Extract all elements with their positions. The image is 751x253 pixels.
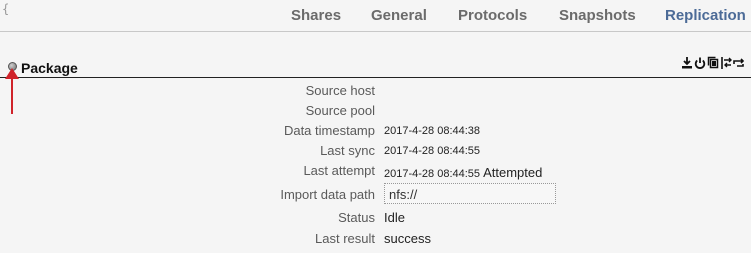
section-title: Package xyxy=(21,60,78,76)
status-label: Status xyxy=(338,210,375,225)
tab-replication[interactable]: Replication xyxy=(665,7,746,24)
status-value: Idle xyxy=(384,210,405,225)
row-import-data-path: Import data path nfs:// xyxy=(0,183,751,207)
download-icon[interactable] xyxy=(681,56,693,70)
row-source-pool: Source pool xyxy=(0,100,751,120)
red-annotation-arrow xyxy=(5,68,19,114)
row-source-host: Source host xyxy=(0,80,751,100)
brace-glyph: { xyxy=(2,2,10,16)
last-attempt-label: Last attempt xyxy=(303,163,375,178)
row-status: Status Idle xyxy=(0,207,751,227)
data-timestamp-label: Data timestamp xyxy=(283,123,375,138)
source-pool-label: Source pool xyxy=(305,103,375,118)
copy-icon[interactable] xyxy=(707,56,719,70)
package-section-header: Package xyxy=(0,55,751,78)
data-timestamp-value: 2017-4-28 08:44:38 xyxy=(384,125,481,137)
row-last-result: Last result success xyxy=(0,228,751,248)
row-data-timestamp: Data timestamp 2017-4-28 08:44:38 xyxy=(0,120,751,140)
last-result-value: success xyxy=(384,231,431,246)
tab-general[interactable]: General xyxy=(371,7,427,24)
last-sync-value: 2017-4-28 08:44:55 xyxy=(384,145,481,157)
tab-shares[interactable]: Shares xyxy=(291,7,342,24)
power-icon[interactable] xyxy=(694,56,706,70)
last-result-label: Last result xyxy=(315,231,375,246)
tab-bar: Shares General Protocols Snapshots Repli… xyxy=(0,0,751,32)
swap-icon[interactable] xyxy=(720,56,732,70)
last-sync-label: Last sync xyxy=(320,143,375,158)
import-data-path-label: Import data path xyxy=(280,187,375,202)
tab-protocols[interactable]: Protocols xyxy=(458,7,528,24)
last-attempt-value: 2017-4-28 08:44:55 Attempted xyxy=(384,165,542,180)
import-data-path-input[interactable]: nfs:// xyxy=(384,183,556,204)
row-last-attempt: Last attempt 2017-4-28 08:44:55 Attempte… xyxy=(0,160,751,180)
row-last-sync: Last sync 2017-4-28 08:44:55 xyxy=(0,140,751,160)
source-host-label: Source host xyxy=(305,83,375,98)
rotate-icon[interactable] xyxy=(733,56,745,70)
tab-snapshots[interactable]: Snapshots xyxy=(559,7,636,24)
last-attempt-time: 2017-4-28 08:44:55 xyxy=(384,168,481,180)
last-attempt-state: Attempted xyxy=(483,165,543,180)
section-actions xyxy=(681,56,745,72)
